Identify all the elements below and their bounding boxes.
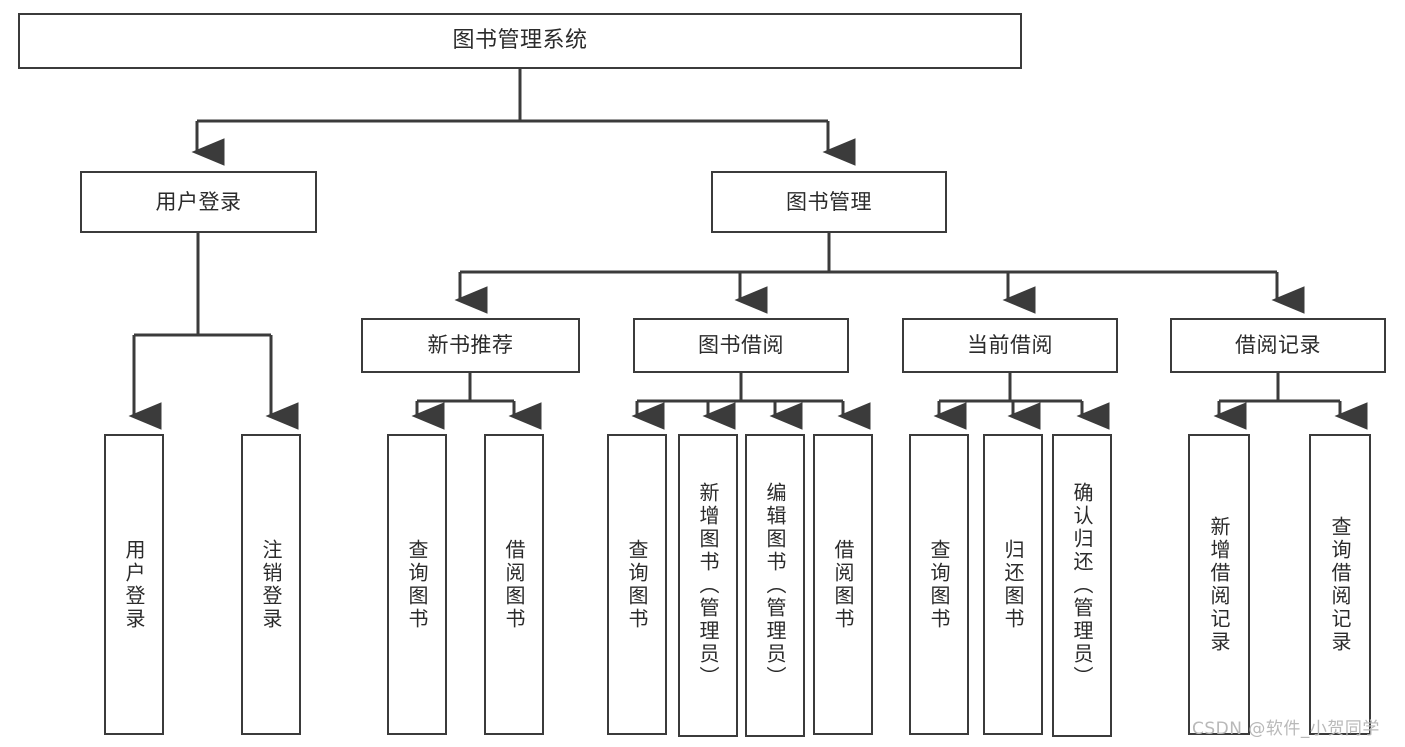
node-leaf-query-book-2[interactable]: 查询图书 bbox=[607, 434, 667, 735]
node-label: 归还图书 bbox=[1001, 538, 1025, 631]
node-label: 借阅图书 bbox=[502, 538, 526, 631]
node-leaf-borrow-book-1[interactable]: 借阅图书 bbox=[484, 434, 544, 735]
node-book-manage[interactable]: 图书管理 bbox=[711, 171, 947, 233]
node-label: 用户登录 bbox=[155, 189, 242, 214]
node-label: 新书推荐 bbox=[427, 333, 514, 358]
node-leaf-add-record[interactable]: 新增借阅记录 bbox=[1188, 434, 1250, 735]
node-label: 图书管理 bbox=[786, 189, 872, 214]
node-new-book-rec[interactable]: 新书推荐 bbox=[361, 318, 580, 373]
node-label: 编辑图书（管理员） bbox=[763, 482, 787, 689]
node-label: 当前借阅 bbox=[967, 333, 1053, 358]
node-book-borrow[interactable]: 图书借阅 bbox=[633, 318, 849, 373]
node-label: 新增图书（管理员） bbox=[696, 482, 720, 689]
node-label: 查询图书 bbox=[927, 538, 951, 631]
node-label: 查询图书 bbox=[405, 538, 429, 631]
node-leaf-confirm-return[interactable]: 确认归还（管理员） bbox=[1052, 434, 1112, 737]
node-label: 查询图书 bbox=[625, 538, 649, 631]
node-label: 借阅图书 bbox=[831, 538, 855, 631]
node-borrow-record[interactable]: 借阅记录 bbox=[1170, 318, 1386, 373]
node-label: 新增借阅记录 bbox=[1207, 515, 1231, 654]
node-leaf-return-book[interactable]: 归还图书 bbox=[983, 434, 1043, 735]
node-label: 查询借阅记录 bbox=[1328, 515, 1352, 654]
node-user-login[interactable]: 用户登录 bbox=[80, 171, 317, 233]
node-label: 注销登录 bbox=[259, 538, 283, 631]
csdn-watermark: CSDN @软件_小贺同学 bbox=[1192, 719, 1380, 739]
node-current-borrow[interactable]: 当前借阅 bbox=[902, 318, 1118, 373]
node-leaf-edit-book[interactable]: 编辑图书（管理员） bbox=[745, 434, 805, 737]
node-root[interactable]: 图书管理系统 bbox=[18, 13, 1022, 69]
node-label: 借阅记录 bbox=[1235, 333, 1321, 358]
node-label: 图书管理系统 bbox=[452, 28, 588, 54]
node-leaf-query-record[interactable]: 查询借阅记录 bbox=[1309, 434, 1371, 735]
node-leaf-query-book-1[interactable]: 查询图书 bbox=[387, 434, 447, 735]
node-leaf-user-login[interactable]: 用户登录 bbox=[104, 434, 164, 735]
node-label: 确认归还（管理员） bbox=[1070, 482, 1094, 689]
node-leaf-borrow-book-2[interactable]: 借阅图书 bbox=[813, 434, 873, 735]
node-leaf-logout[interactable]: 注销登录 bbox=[241, 434, 301, 735]
node-label: 用户登录 bbox=[122, 538, 146, 631]
node-label: 图书借阅 bbox=[698, 333, 784, 358]
node-leaf-add-book[interactable]: 新增图书（管理员） bbox=[678, 434, 738, 737]
node-leaf-query-book-3[interactable]: 查询图书 bbox=[909, 434, 969, 735]
